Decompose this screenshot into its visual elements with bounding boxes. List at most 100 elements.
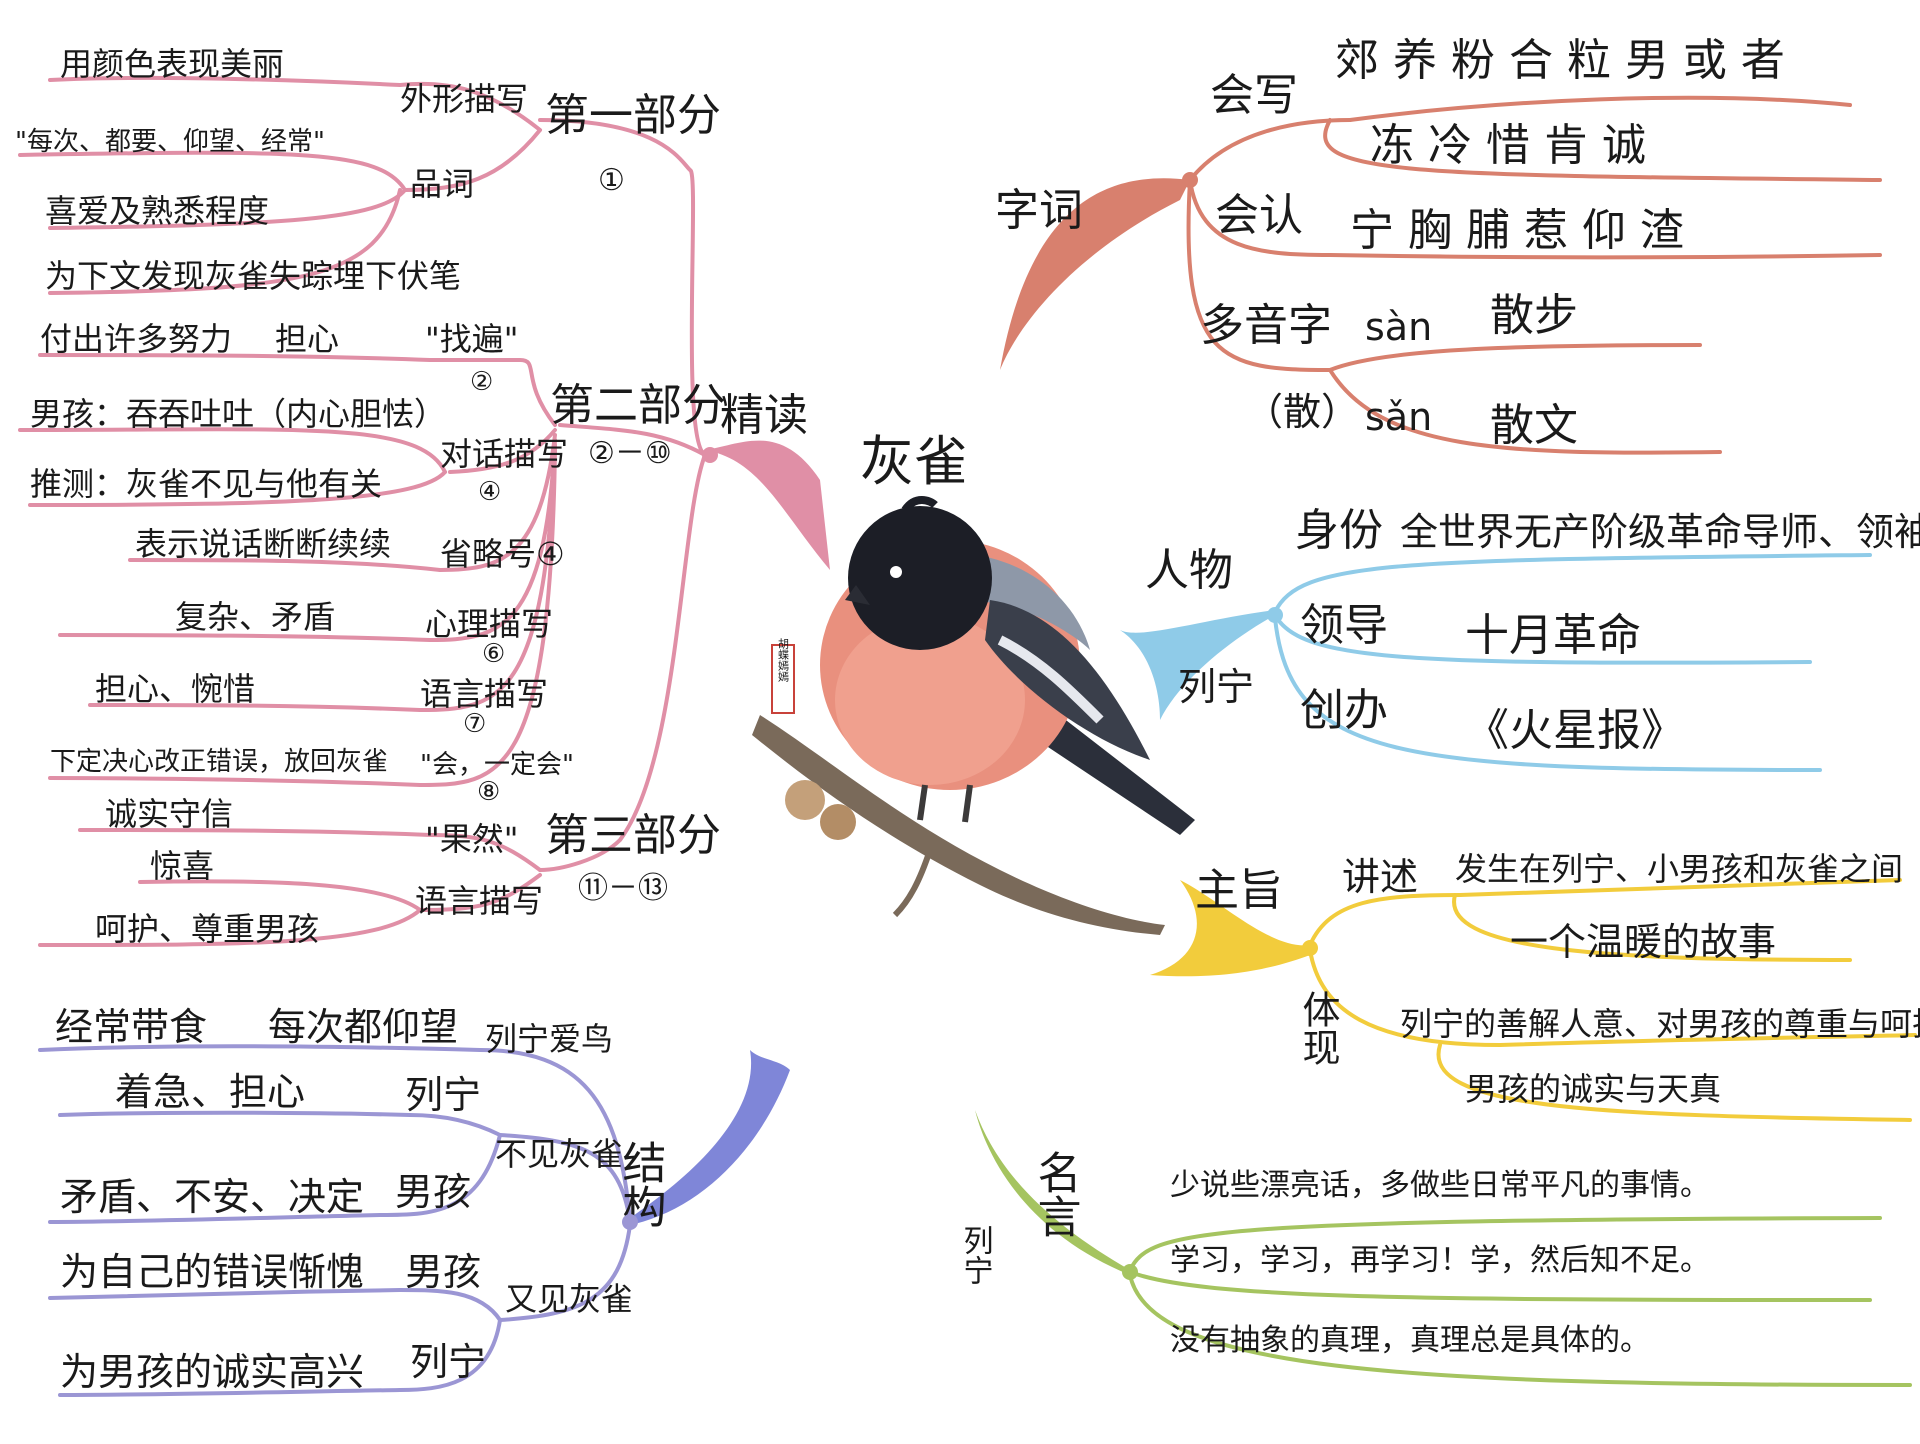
zhaobian-text: "找遍" bbox=[425, 320, 518, 358]
wing-bar bbox=[997, 635, 1104, 724]
branch-mingyan bbox=[975, 1110, 1912, 1387]
guoran-text: "果然" bbox=[425, 820, 518, 858]
branch-zici bbox=[1000, 95, 1882, 455]
line-maodun bbox=[48, 1213, 382, 1224]
bullfinch-illustration: 胡蝶嫣嫣 bbox=[752, 496, 1195, 935]
line-q2 bbox=[1128, 1270, 1872, 1302]
xinli-num: ⑥ bbox=[482, 639, 505, 669]
bird-beak bbox=[845, 585, 870, 605]
line-yuyan bbox=[418, 443, 557, 712]
mingyan-label: 名言 bbox=[1030, 1150, 1081, 1238]
hehu-text: 呵护、尊重男孩 bbox=[95, 910, 319, 948]
jingdu-root-ribbon bbox=[705, 440, 830, 570]
line-jiangshu bbox=[1308, 893, 1462, 947]
jingchang-text: 经常带食 bbox=[55, 1005, 207, 1049]
maodun-text: 矛盾、不安、决定 bbox=[60, 1175, 364, 1219]
part1-label: 第一部分 bbox=[545, 90, 721, 141]
line-duihua bbox=[448, 428, 557, 474]
line-youjian bbox=[498, 1223, 632, 1322]
line-liening1 bbox=[408, 1113, 502, 1137]
line-xiading bbox=[48, 776, 422, 787]
line-waixing bbox=[398, 81, 542, 132]
yuyan-num: ⑦ bbox=[463, 709, 486, 739]
yongyanse-text: 用颜色表现美丽 bbox=[60, 45, 284, 83]
huixie-row2: 冻 冷 惜 肯 诚 bbox=[1370, 120, 1646, 171]
line-cankui bbox=[48, 1288, 402, 1300]
shenglue-label: 省略号④ bbox=[440, 535, 565, 573]
pinci-label: 品词 bbox=[410, 165, 474, 203]
line-xinli bbox=[428, 438, 557, 642]
line-danxin2 bbox=[88, 703, 422, 712]
line-hehu bbox=[38, 908, 422, 947]
line-nanhai1 bbox=[378, 1133, 502, 1217]
node-renwu bbox=[1267, 607, 1283, 623]
bud-2 bbox=[820, 804, 856, 840]
jiegou-label: 结构 bbox=[615, 1140, 666, 1228]
line-shenfen bbox=[1273, 553, 1872, 614]
node-zici bbox=[1182, 172, 1198, 188]
node-jiegou bbox=[622, 1214, 638, 1230]
line-chuangban bbox=[1273, 616, 1822, 772]
tixian-label: 体现 bbox=[1296, 990, 1340, 1066]
branch-renwu bbox=[1120, 553, 1872, 772]
biaoshi-text: 表示说话断断续续 bbox=[135, 525, 391, 563]
fuchu-text: 付出许多努力 bbox=[40, 320, 232, 358]
part2-label: 第二部分 bbox=[550, 380, 726, 431]
jiangshu-text: 发生在列宁、小男孩和灰雀之间 bbox=[1455, 850, 1903, 888]
line-bujian bbox=[498, 1133, 632, 1224]
node-zhuzhi bbox=[1302, 940, 1318, 956]
san1-pinyin: sàn bbox=[1365, 305, 1432, 349]
line-gaoxing bbox=[58, 1388, 402, 1397]
zhaobian-num: ② bbox=[470, 367, 493, 397]
part2-range: ②－⑩ bbox=[588, 436, 672, 471]
lingdao-label: 领导 bbox=[1300, 600, 1388, 651]
cankui-text: 为自己的错误惭愧 bbox=[60, 1250, 364, 1294]
san2-pinyin: sǎn bbox=[1365, 395, 1432, 439]
danxin-text: 担心 bbox=[275, 320, 339, 358]
gaoxing-text: 为男孩的诚实高兴 bbox=[60, 1350, 364, 1394]
nanhai-text: 男孩：吞吞吐吐（内心胆怯） bbox=[30, 395, 446, 433]
jingxi-text: 惊喜 bbox=[150, 847, 214, 885]
line-fuchu bbox=[38, 353, 432, 362]
bird-crest bbox=[901, 496, 938, 513]
zici-label: 字词 bbox=[995, 185, 1083, 236]
line-lingdao bbox=[1273, 613, 1812, 665]
line-tuice bbox=[28, 470, 447, 507]
lingdao-text: 十月革命 bbox=[1465, 610, 1641, 661]
zhaoji-text: 着急、担心 bbox=[115, 1070, 305, 1114]
branch-nodes bbox=[622, 172, 1318, 1280]
branch-jiegou bbox=[38, 1044, 790, 1397]
quote-1: 少说些漂亮话，多做些日常平凡的事情。 bbox=[1170, 1168, 1710, 1203]
quote-2: 学习，学习，再学习！学，然后知不足。 bbox=[1170, 1243, 1710, 1278]
xiading-text: 下定决心改正错误，放回灰雀 bbox=[50, 747, 388, 777]
renwu-root-ribbon bbox=[1120, 610, 1275, 720]
bird-legs bbox=[917, 784, 973, 823]
tuice-text: 推测：灰雀不见与他有关 bbox=[30, 465, 382, 503]
line-fuza bbox=[58, 633, 432, 642]
line-tixian bbox=[1308, 948, 1502, 1047]
gushi-text: 一个温暖的故事 bbox=[1510, 920, 1776, 964]
chuangban-label: 创办 bbox=[1300, 685, 1388, 736]
quote-3: 没有抽象的真理，真理总是具体的。 bbox=[1170, 1323, 1650, 1358]
line-zhaobian bbox=[428, 358, 557, 427]
line-xiai bbox=[48, 188, 407, 230]
line-chengshi bbox=[78, 828, 432, 837]
youjian-label: 又见灰雀 bbox=[505, 1280, 633, 1318]
line-tixian1 bbox=[1498, 1033, 1917, 1047]
zhuzhi-label: 主旨 bbox=[1195, 865, 1283, 916]
line-jingxi bbox=[138, 879, 422, 912]
line-gushi bbox=[1452, 893, 1852, 962]
huixie-label: 会写 bbox=[1210, 70, 1298, 121]
line-shenglue bbox=[438, 433, 557, 572]
renwu-person: 列宁 bbox=[1178, 665, 1254, 709]
pinci-quote-text: "每次、都要、仰望、经常" bbox=[15, 127, 325, 157]
huiren-row1: 宁 胸 脯 惹 仰 渣 bbox=[1350, 205, 1684, 256]
zici-root-ribbon bbox=[1000, 178, 1190, 370]
bird-breast bbox=[835, 615, 1025, 785]
line-huiren1 bbox=[1328, 253, 1882, 260]
seal-text: 胡蝶嫣嫣 bbox=[777, 637, 790, 683]
hui-num: ⑧ bbox=[477, 777, 500, 807]
hui-text: "会，一定会" bbox=[420, 750, 574, 780]
san1-word: 散步 bbox=[1490, 290, 1578, 341]
